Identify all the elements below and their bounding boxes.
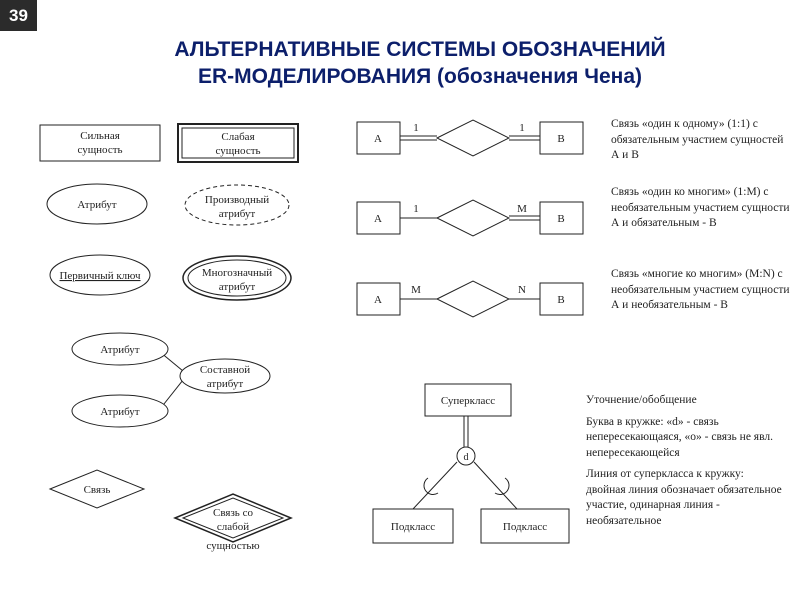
derived-attribute-label-1: Производный <box>205 194 269 206</box>
rel1-right-cardinality: 1 <box>519 122 525 134</box>
subclass-2-label: Подкласс <box>503 521 547 533</box>
slide-title-line-2: ER-МОДЕЛИРОВАНИЯ (обозначения Чена) <box>197 65 642 88</box>
relationship-label: Связь <box>84 484 111 496</box>
composite-part-1-label: Атрибут <box>100 344 139 356</box>
specialization-notes: Уточнение/обобщение Буква в кружке: «d» … <box>586 393 786 535</box>
weak-entity-symbol: Слабая сущность <box>177 123 299 163</box>
strong-entity-symbol: Сильная сущность <box>39 124 161 162</box>
composite-part-2-label: Атрибут <box>100 406 139 418</box>
superclass-label: Суперкласс <box>441 395 495 407</box>
weak-relationship-symbol: Связь со слабой сущностью <box>173 493 293 552</box>
rel3-entity-a: A <box>374 294 382 306</box>
relationship-1-to-1: A B 1 1 <box>356 119 584 157</box>
derived-attribute-label-2: атрибут <box>219 208 256 220</box>
rel1-entity-b: B <box>557 133 564 145</box>
rel2-right-cardinality: M <box>517 203 527 215</box>
primary-key-label: Первичный ключ <box>59 270 140 282</box>
multivalued-attribute-label-1: Многозначный <box>202 267 272 279</box>
specialization-note-3: Линия от суперкласса к кружку: двойная л… <box>586 468 782 527</box>
rel3-left-cardinality: M <box>411 284 421 296</box>
rel2-left-cardinality: 1 <box>413 203 419 215</box>
weak-relationship-label-1: Связь со <box>213 507 253 519</box>
rel3-right-cardinality: N <box>518 284 526 296</box>
specialization-note-2: Буква в кружке: «d» - связь непересекающ… <box>586 415 773 459</box>
rel1-description: Связь «один к одному» (1:1) с обязательн… <box>611 118 784 161</box>
composite-attribute-label-2: атрибут <box>207 378 244 390</box>
composite-attribute-label-1: Составной <box>200 364 250 376</box>
disjoint-circle-letter: d <box>464 452 469 463</box>
rel2-entity-b: B <box>557 213 564 225</box>
specialization-diagram: Суперкласс d Подкласс Подкласс <box>372 383 570 544</box>
rel2-description: Связь «один ко многим» (1:М) с необязате… <box>611 186 790 229</box>
slide-title-line-1: АЛЬТЕРНАТИВНЫЕ СИСТЕМЫ ОБОЗНАЧЕНИЙ <box>174 38 666 61</box>
attribute-symbol: Атрибут <box>46 183 148 225</box>
rel2-entity-a: A <box>374 213 382 225</box>
attribute-label: Атрибут <box>77 199 116 211</box>
rel3-description: Связь «многие ко многим» (M:N) с необяза… <box>611 268 790 311</box>
weak-relationship-label-3: сущностью <box>206 540 259 552</box>
primary-key-symbol: Первичный ключ <box>49 254 151 296</box>
relationship-m-to-n: A B M N <box>356 280 584 318</box>
strong-entity-label-2: сущность <box>77 144 122 156</box>
multivalued-attribute-symbol: Многозначный атрибут <box>182 255 292 301</box>
rel3-entity-b: B <box>557 294 564 306</box>
strong-entity-label-1: Сильная <box>80 130 120 142</box>
weak-entity-label-1: Слабая <box>221 131 254 143</box>
weak-relationship-label-2: слабой <box>217 521 249 533</box>
composite-attribute-symbol: Атрибут Атрибут Составной атрибут <box>71 332 271 428</box>
multivalued-attribute-label-2: атрибут <box>219 281 256 293</box>
derived-attribute-symbol: Производный атрибут <box>184 184 290 226</box>
slide-number: 39 <box>0 0 37 31</box>
relationship-symbol: Связь <box>48 469 146 509</box>
rel1-left-cardinality: 1 <box>413 122 419 134</box>
relationship-1-to-m: A B 1 M <box>356 199 584 237</box>
weak-entity-label-2: сущность <box>215 145 260 157</box>
specialization-note-1: Уточнение/обобщение <box>586 394 697 406</box>
rel1-entity-a: A <box>374 133 382 145</box>
subclass-1-label: Подкласс <box>391 521 435 533</box>
